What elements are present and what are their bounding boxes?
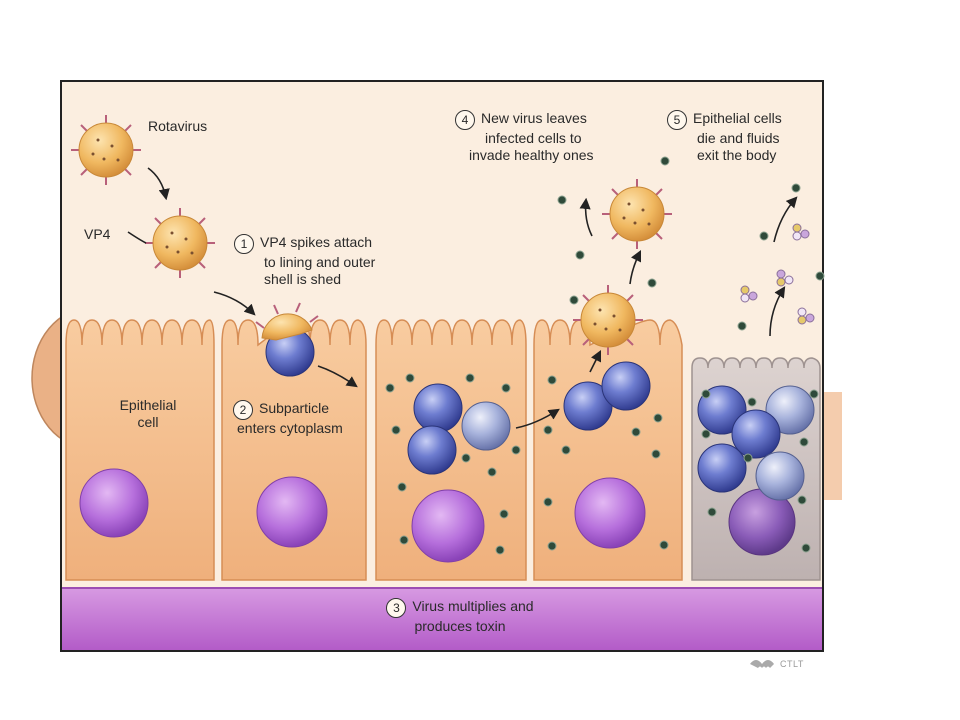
fluid-molecules xyxy=(740,223,815,325)
credit-logo-icon xyxy=(750,660,774,668)
step2-line2: enters cytoplasm xyxy=(237,420,343,436)
step1-line2: to lining and outer xyxy=(264,254,376,270)
virus-subparticles xyxy=(265,327,815,501)
epithelial-cell-1 xyxy=(65,319,215,581)
step1-line3: shell is shed xyxy=(264,271,342,287)
step4-number-badge: 4 xyxy=(455,110,475,130)
step5-label: 5 Epithelial cells die and fluids exit th… xyxy=(667,110,782,164)
step3-label: 3 Virus multiplies and produces toxin xyxy=(350,598,570,635)
rotavirus-label-text: Rotavirus xyxy=(148,118,208,134)
step3-line2: produces toxin xyxy=(414,618,506,634)
step1-number-badge: 1 xyxy=(234,234,254,254)
rotavirus-label: Rotavirus xyxy=(148,118,207,135)
rotavirus-particle-released xyxy=(602,179,672,249)
step2-label: 2 Subparticle enters cytoplasm xyxy=(233,400,343,437)
step5-line3: exit the body xyxy=(697,147,777,163)
vp4-label: VP4 xyxy=(84,226,110,243)
step5-line1: Epithelial cells xyxy=(693,110,782,126)
rotavirus-particle-vp4 xyxy=(145,208,215,278)
nucleus xyxy=(79,468,149,538)
step5-number-badge: 5 xyxy=(667,110,687,130)
nucleus xyxy=(256,476,328,548)
rotavirus-shedding-shell xyxy=(255,302,319,341)
step1-line1: VP4 spikes attach xyxy=(260,234,373,250)
step3-number-badge: 3 xyxy=(386,598,407,618)
epithelial-cell-label: Epithelial cell xyxy=(108,397,188,431)
process-arrows xyxy=(127,167,798,429)
epithelial-cell-label-line2: cell xyxy=(137,414,159,430)
step2-line1: Subparticle xyxy=(259,400,330,416)
epithelial-cell-4 xyxy=(533,319,683,581)
step2-number-badge: 2 xyxy=(233,400,253,420)
step1-label: 1 VP4 spikes attach to lining and outer s… xyxy=(234,234,375,288)
rotavirus-particle-exiting xyxy=(573,285,643,355)
step4-line2: infected cells to xyxy=(485,130,582,146)
vp4-label-text: VP4 xyxy=(84,226,111,242)
step4-line1: New virus leaves xyxy=(481,110,587,126)
basement-membrane xyxy=(62,588,822,650)
nucleus xyxy=(574,477,646,549)
step5-line2: die and fluids xyxy=(697,130,780,146)
nucleus xyxy=(411,489,485,563)
rotavirus-particle-top xyxy=(71,115,141,185)
step3-line1: Virus multiplies and xyxy=(412,598,534,614)
step4-label: 4 New virus leaves infected cells to inva… xyxy=(455,110,594,164)
epithelial-cell-2 xyxy=(221,319,367,581)
step4-line3: invade healthy ones xyxy=(469,147,594,163)
epithelial-cell-label-line1: Epithelial xyxy=(119,397,177,413)
credit-text: CTLT xyxy=(780,659,804,669)
